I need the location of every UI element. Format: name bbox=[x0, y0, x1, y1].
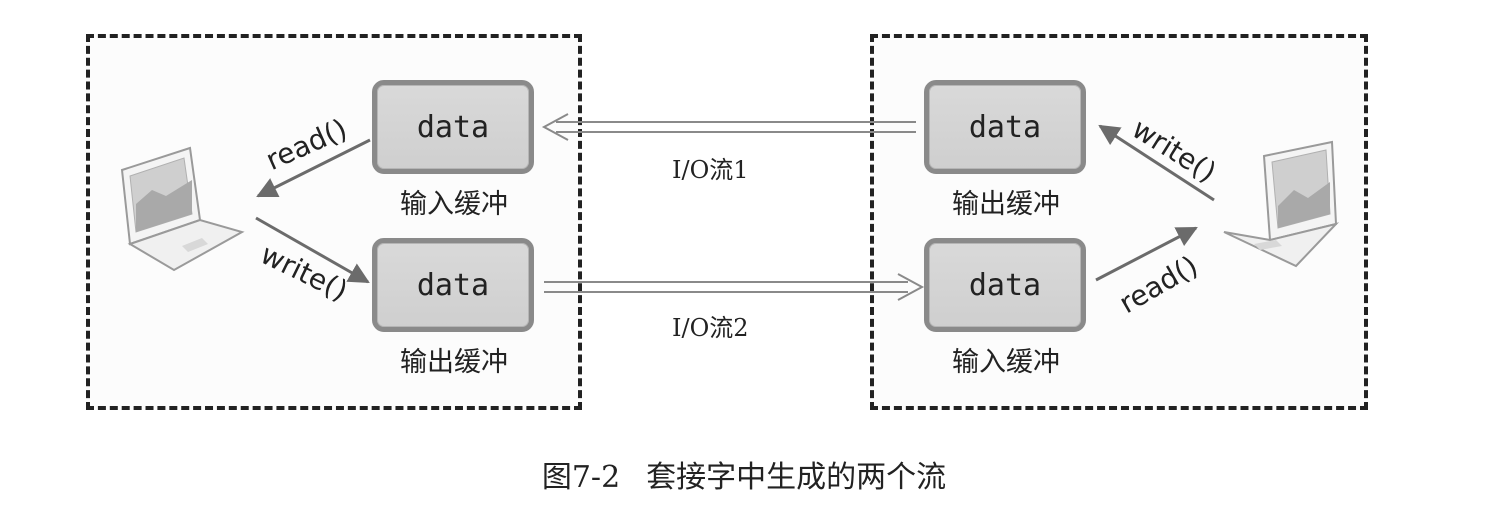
right-output-buffer-label: 输出缓冲 bbox=[952, 189, 1060, 220]
stream2-arrow bbox=[544, 273, 925, 301]
buffer-content: data bbox=[968, 267, 1042, 303]
figure-caption: 图7-2 套接字中生成的两个流 bbox=[0, 452, 1488, 496]
buffer-content: data bbox=[968, 109, 1042, 145]
left-output-buffer-label: 输出缓冲 bbox=[400, 347, 508, 378]
buffer-content: data bbox=[416, 267, 490, 303]
right-input-buffer-label: 输入缓冲 bbox=[952, 347, 1060, 378]
buffer-content: data bbox=[416, 109, 490, 145]
right-output-buffer: data bbox=[924, 80, 1086, 174]
left-output-buffer: data bbox=[372, 238, 534, 332]
stream2-label: I/O流2 bbox=[672, 314, 749, 342]
stream1-label: I/O流1 bbox=[672, 156, 749, 184]
right-input-buffer: data bbox=[924, 238, 1086, 332]
stream1-arrow bbox=[541, 113, 916, 141]
figure-number: 图7-2 bbox=[541, 460, 621, 495]
left-input-buffer-label: 输入缓冲 bbox=[400, 189, 508, 220]
figure-title: 套接字中生成的两个流 bbox=[646, 460, 947, 495]
left-input-buffer: data bbox=[372, 80, 534, 174]
